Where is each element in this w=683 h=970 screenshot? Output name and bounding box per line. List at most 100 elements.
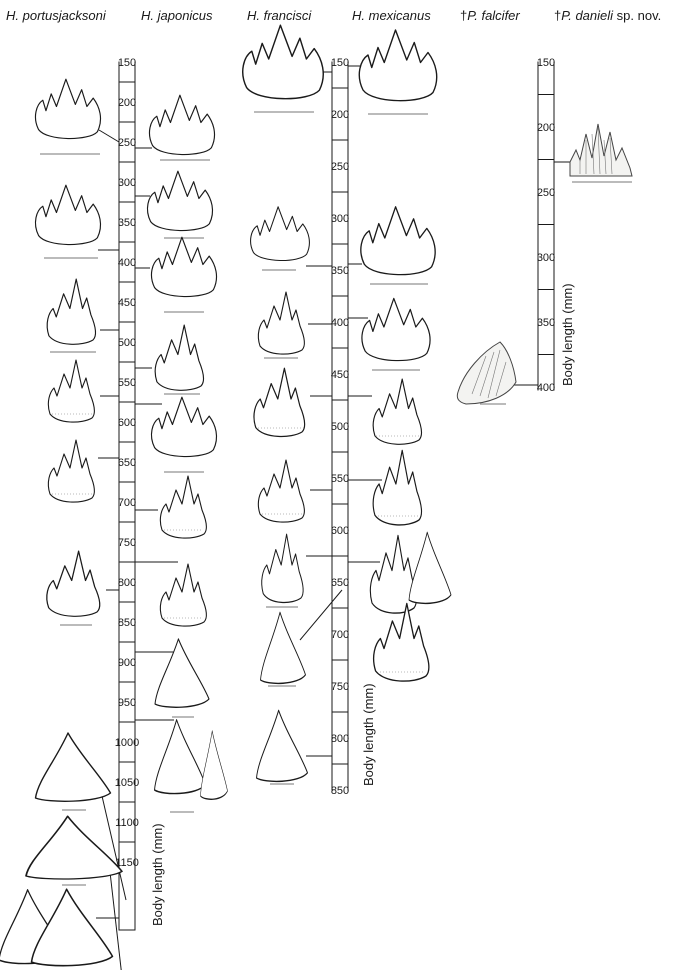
scale-3-axis-label: Body length (mm) [560,283,575,386]
header-p-falcifer-name: P. falcifer [467,8,520,23]
tooth-portusjacksoni-6 [47,551,119,625]
scale-3-tick-label: 350 [537,317,555,329]
header-h-japonicus: H. japonicus [141,8,213,23]
scale-1-tick-label: 400 [118,257,136,269]
header-p-danieli-suffix: sp. nov. [613,8,661,23]
scale-2-tick-label: 450 [331,369,349,381]
tooth-francisci-1 [243,25,332,112]
scale-2-tick-label: 500 [331,421,349,433]
tooth-mexicanus-5 [348,450,422,525]
scale-1-tick-label: 1000 [115,737,139,749]
scale-1-tick-label: 1100 [115,817,139,829]
scale-1-tick-label: 750 [118,537,136,549]
scale-1-tick-label: 150 [118,57,136,69]
scale-3-tick-label: 300 [537,252,555,264]
column-headers: H. portusjacksoni H. japonicus H. franci… [6,8,661,23]
scale-2-tick-label: 200 [331,109,349,121]
tooth-japonicus-6 [135,476,206,538]
scale-1-tick-label: 300 [118,177,136,189]
tooth-portusjacksoni-2 [35,185,119,258]
header-h-francisci: H. francisci [247,8,312,23]
scale-2-ticks: 150 200 250 300 350 400 450 500 550 600 650 700 750 8… [331,56,349,797]
tooth-danieli-1 [554,124,632,182]
body-length-scale-2: 150 200 250 300 350 400 450 500 550 600 650 700 750 8… [331,56,376,797]
scale-1-tick-label: 800 [118,577,136,589]
scale-2-tick-label: 800 [331,733,349,745]
scale-2-tick-label: 350 [331,265,349,277]
tooth-japonicus-2 [135,171,213,238]
scale-1-tick-label: 650 [118,457,136,469]
scale-1-tick-label: 600 [118,417,136,429]
scale-1-tick-label: 350 [118,217,136,229]
tooth-francisci-6 [262,534,332,607]
tooth-francisci-8 [257,710,333,784]
scale-1-tick-label: 250 [118,137,136,149]
tooth-portusjacksoni-3 [47,279,119,352]
scale-1-tick-label: 500 [118,337,136,349]
tooth-japonicus-5 [135,397,217,472]
tooth-mexicanus-4 [348,379,422,444]
scale-1-tick-label: 900 [118,657,136,669]
tooth-francisci-2 [251,207,332,270]
header-h-portusjacksoni: H. portusjacksoni [6,8,107,23]
scale-2-tick-label: 650 [331,577,349,589]
header-h-mexicanus: H. mexicanus [352,8,431,23]
teeth-h-japonicus [135,95,228,812]
scale-3-tick-label: 200 [537,122,555,134]
scale-3-tick-label: 400 [537,382,555,394]
tooth-japonicus-3 [135,237,217,312]
tooth-mexicanus-7 [374,604,429,682]
scale-1-tick-label: 200 [118,97,136,109]
scale-2-axis-label: Body length (mm) [361,683,376,786]
scale-2-tick-label: 150 [331,57,349,69]
scale-2-tick-label: 750 [331,681,349,693]
header-p-falcifer: †P. falcifer [460,8,520,23]
scale-2-tick-label: 250 [331,161,349,173]
body-length-scale-1: 150 200 250 300 350 400 450 500 550 600 650 700 750 8… [115,56,165,930]
scale-3-tick-label: 150 [537,57,555,69]
scale-2-tick-label: 700 [331,629,349,641]
tooth-portusjacksoni-5 [48,440,119,502]
header-p-danieli-name: P. danieli [561,8,614,23]
scale-3-tick-label: 250 [537,187,555,199]
teeth-h-mexicanus [348,30,451,681]
tooth-portusjacksoni-9 [0,889,119,965]
tooth-japonicus-1 [135,95,215,160]
tooth-portusjacksoni-1 [35,79,119,154]
scale-2-tick-label: 600 [331,525,349,537]
scale-1-tick-label: 550 [118,377,136,389]
tooth-francisci-4 [254,368,332,436]
teeth-p-falcifer [457,342,538,404]
scale-3-bar [538,62,554,390]
scale-1-tick-label: 1050 [115,777,139,789]
scale-2-tick-label: 300 [331,213,349,225]
header-p-danieli-dagger: † [554,8,561,23]
scale-2-tick-label: 850 [331,785,349,797]
scale-1-tick-label: 450 [118,297,136,309]
scale-2-tick-label: 400 [331,317,349,329]
scale-2-tick-label: 550 [331,473,349,485]
scale-1-tick-label: 950 [118,697,136,709]
scale-1-axis-label: Body length (mm) [150,823,165,926]
tooth-japonicus-8 [135,639,209,717]
tooth-japonicus-9 [135,720,228,812]
tooth-mexicanus-6 [348,532,451,613]
tooth-portusjacksoni-4 [48,360,119,422]
teeth-p-danieli [554,124,632,182]
header-p-falcifer-dagger: † [460,8,467,23]
teeth-h-portusjacksoni [0,79,126,970]
tooth-japonicus-7 [135,562,206,626]
body-length-scale-3: 150 200 250 300 350 400 Body length (mm) [537,56,575,394]
scale-1-tick-label: 700 [118,497,136,509]
scale-1-ticks: 150 200 250 300 350 400 450 500 550 600 650 700 750 8… [115,56,139,869]
header-p-danieli: †P. danieli sp. nov. [554,8,661,23]
tooth-mexicanus-2 [348,207,435,284]
tooth-francisci-3 [258,292,332,358]
tooth-mexicanus-3 [348,298,430,370]
tooth-mexicanus-1 [348,30,437,114]
tooth-francisci-7 [261,590,343,686]
tooth-falcifer-1 [457,342,538,404]
scale-1-tick-label: 850 [118,617,136,629]
teeth-h-francisci [243,25,342,784]
